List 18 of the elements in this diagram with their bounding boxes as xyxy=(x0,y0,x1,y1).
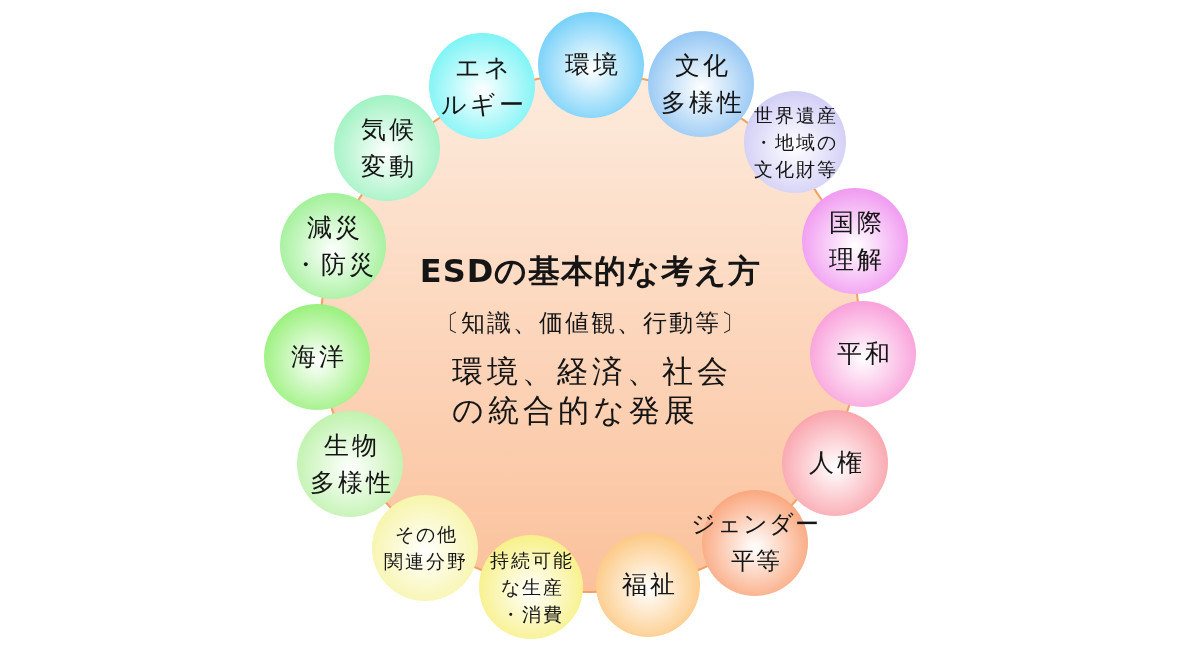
body-text: 環境、経済、社会の統合的な発展 xyxy=(451,352,732,430)
heading: ESDの基本的な考え方 xyxy=(418,251,762,291)
circle-label: ジェンダー平等 xyxy=(690,509,820,577)
circle-label: エネルギー xyxy=(439,52,527,121)
subheading: 〔知識、価値観、行動等〕 xyxy=(434,308,747,338)
circle-label: 文化多様性 xyxy=(659,50,745,119)
circle-label: 持続可能な生産・消費 xyxy=(489,547,574,627)
circle-label: 平和 xyxy=(835,338,893,370)
circle-label: 海洋 xyxy=(289,341,347,373)
circle-label: 世界遺産・地域の文化財等 xyxy=(753,102,838,182)
circle-label: 人権 xyxy=(807,447,865,479)
circle-label: その他関連分野 xyxy=(383,522,468,574)
circle-label: 減災・防災 xyxy=(291,212,377,281)
circle-label: 気候変動 xyxy=(359,114,417,183)
circle-label: 環境 xyxy=(563,49,621,81)
circle-label: 福祉 xyxy=(620,569,678,601)
circle-label: 国際理解 xyxy=(827,207,885,276)
circle-label: 生物多様性 xyxy=(308,430,394,499)
